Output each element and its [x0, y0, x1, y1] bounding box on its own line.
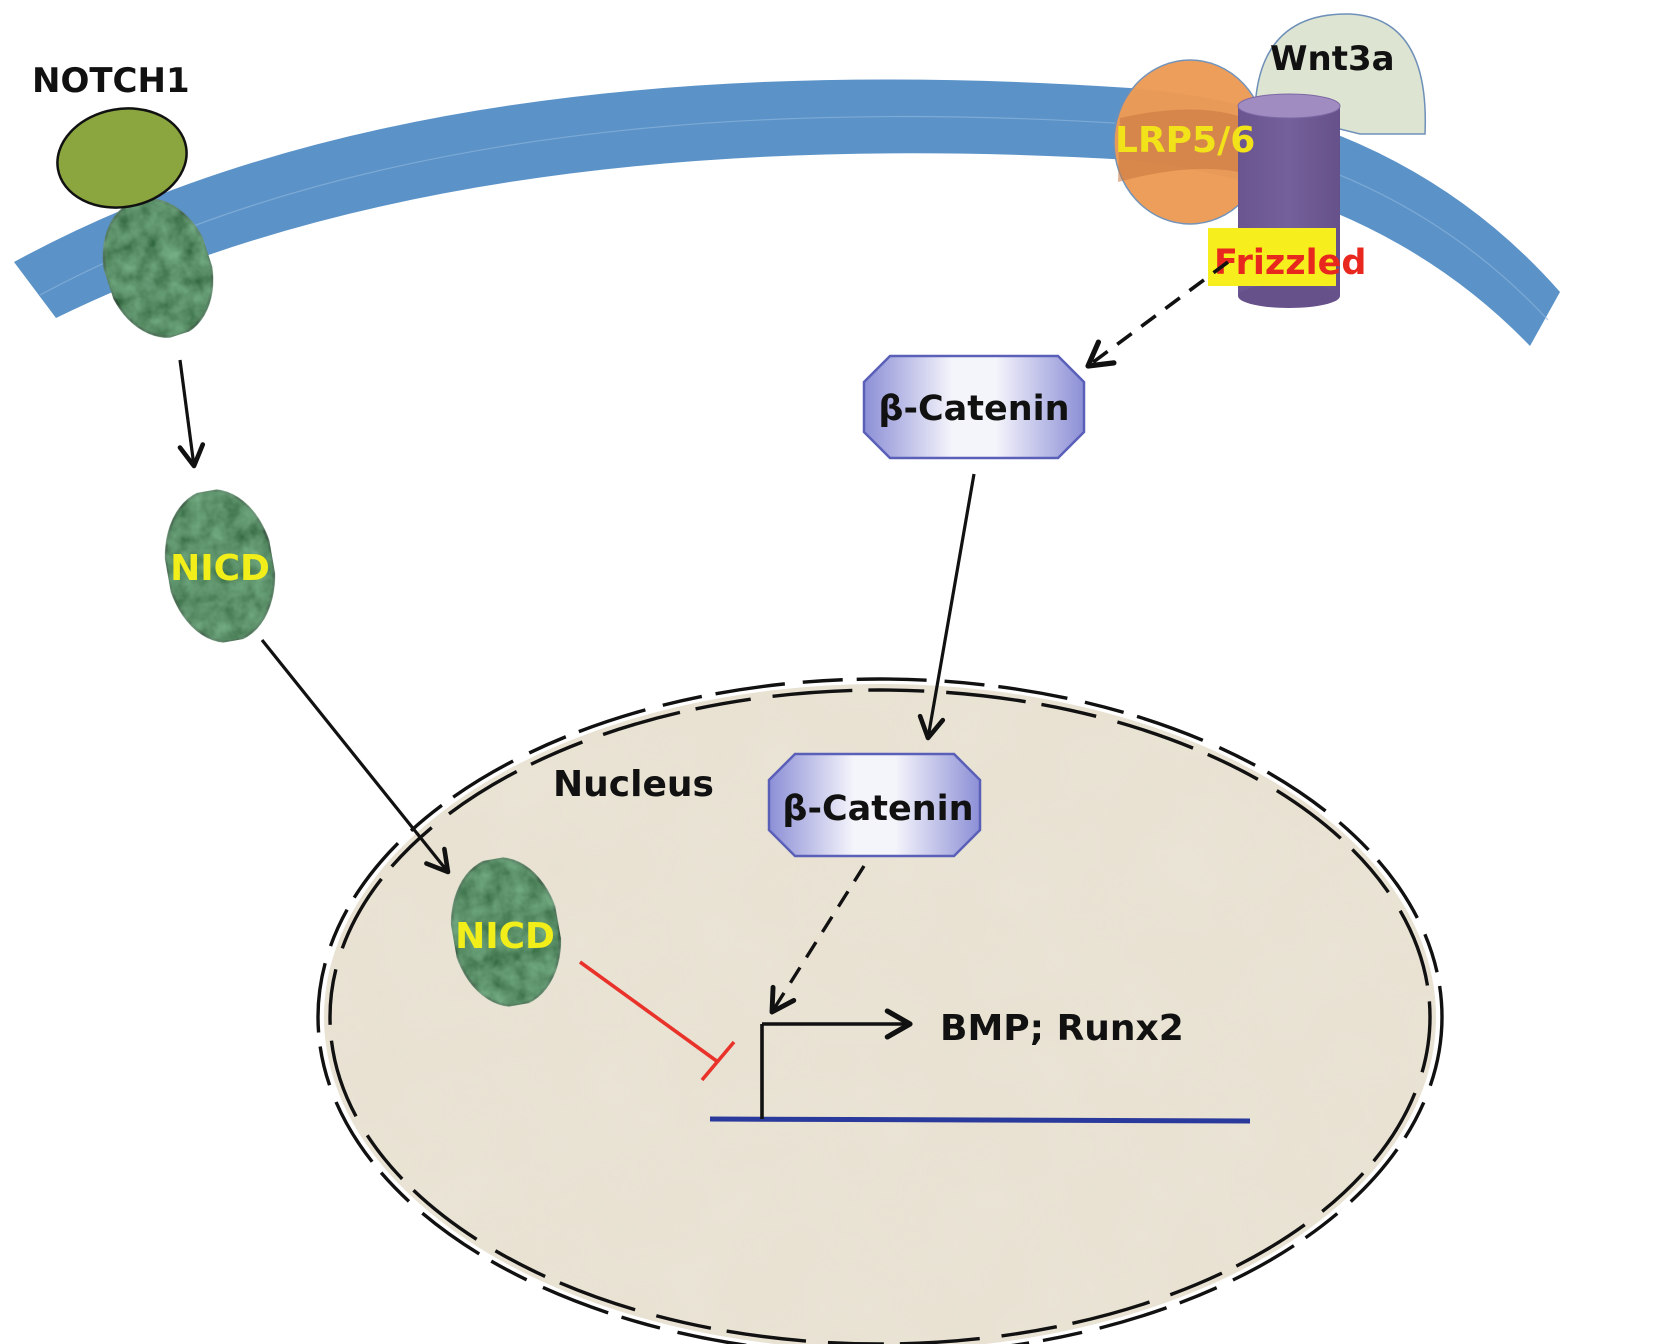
notch1-receptor [56, 107, 214, 338]
lrp-label: LRP5/6 [1115, 120, 1255, 161]
nuclear-envelope-outer [316, 677, 1444, 1344]
transcription-start-arrow [760, 1008, 913, 1119]
catenin-nucleus [767, 752, 982, 858]
nucleus [316, 677, 1444, 1344]
arrow-catenin-to-nucleus [917, 473, 976, 741]
target-genes-label: BMP; Runx2 [940, 1008, 1184, 1049]
catenin-nucleus-label: β-Catenin [782, 789, 973, 829]
inhibition-nicd-to-promoter [578, 960, 736, 1082]
catenin-cytoplasm-label: β-Catenin [878, 389, 1069, 429]
arrow-nicd-to-nucleus [260, 638, 451, 875]
notch1-ligand-domain [56, 107, 188, 209]
wnt-receptor-complex [1113, 13, 1427, 308]
nuclear-envelope-inner [328, 688, 1432, 1344]
wnt3a-label: Wnt3a [1270, 39, 1395, 79]
nicd-nucleus-label: NICD [455, 916, 555, 957]
nucleus-label: Nucleus [553, 764, 714, 805]
frizzled-label: Frizzled [1214, 243, 1366, 283]
frizzled-label-bg [1208, 228, 1336, 286]
nicd-cytoplasm [164, 489, 276, 643]
nicd-cytoplasm-label: NICD [170, 548, 270, 589]
notch1-label: NOTCH1 [32, 61, 190, 101]
nicd-nucleus [450, 857, 562, 1007]
dna-strand [709, 1116, 1251, 1124]
catenin-cytoplasm [862, 354, 1086, 460]
arrow-frizzled-to-catenin [1085, 260, 1230, 369]
arrow-notch1-to-nicd [177, 359, 206, 469]
